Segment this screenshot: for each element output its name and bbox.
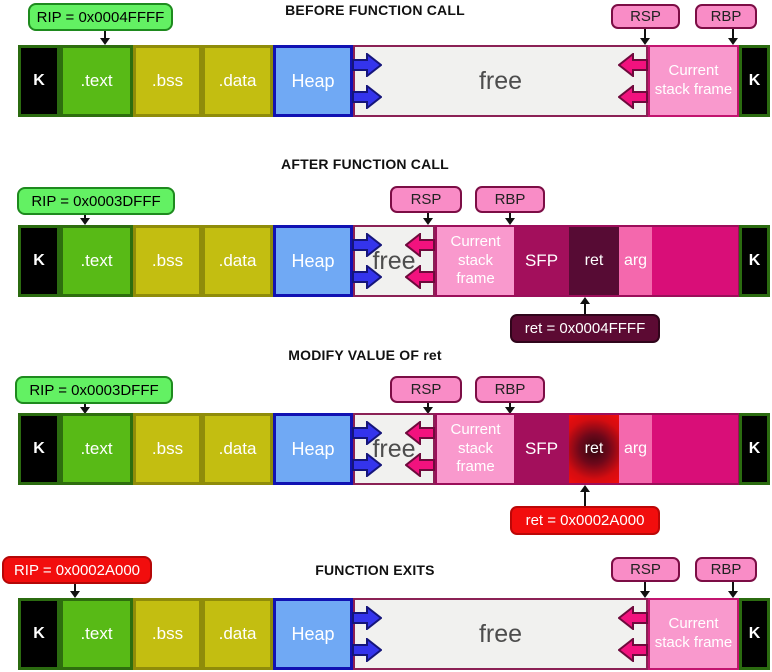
kernel-segment-right: K xyxy=(739,598,770,670)
memory-bar: K .text .bss .data Heap free Current sta… xyxy=(0,45,772,117)
rsp-arrow xyxy=(640,29,650,45)
rip-register-label: RIP = 0x0003DFFF xyxy=(17,187,175,215)
heap-segment: Heap xyxy=(273,413,353,485)
rip-arrow xyxy=(80,215,90,225)
panel-title: BEFORE FUNCTION CALL xyxy=(285,2,465,18)
panel-title: AFTER FUNCTION CALL xyxy=(281,156,449,172)
rip-register-label: RIP = 0x0002A000 xyxy=(2,556,152,584)
current-stack-frame-segment: Current stack frame xyxy=(437,227,514,295)
sfp-segment: SFP xyxy=(514,415,569,483)
panel-title: MODIFY VALUE OF ret xyxy=(288,347,442,363)
bss-segment: .bss xyxy=(133,598,202,670)
rbp-register-label: RBP xyxy=(475,186,545,213)
heap-segment: Heap xyxy=(273,598,353,670)
memory-bar: K .text .bss .data Heap free Current sta… xyxy=(0,598,772,670)
rbp-arrow xyxy=(505,213,515,225)
data-segment: .data xyxy=(202,45,273,117)
stack-growth-arrow-icon xyxy=(618,606,648,630)
kernel-segment-left: K xyxy=(18,45,60,117)
rbp-arrow xyxy=(728,582,738,598)
free-label: free xyxy=(372,434,416,463)
arg-segment: arg xyxy=(619,415,652,483)
kernel-segment-right: K xyxy=(739,225,770,297)
rsp-register-label: RSP xyxy=(390,376,462,403)
free-segment: free xyxy=(353,598,648,670)
ret-value-callout: ret = 0x0004FFFF xyxy=(510,314,660,343)
kernel-segment-left: K xyxy=(18,225,60,297)
rsp-arrow xyxy=(423,403,433,414)
free-label: free xyxy=(372,246,416,275)
kernel-segment-left: K xyxy=(18,413,60,485)
free-label: free xyxy=(478,66,523,95)
rip-arrow xyxy=(80,404,90,414)
rsp-arrow xyxy=(423,213,433,225)
free-segment: free xyxy=(353,45,648,117)
bss-segment: .bss xyxy=(133,413,202,485)
rbp-register-label: RBP xyxy=(475,376,545,403)
rbp-register-label: RBP xyxy=(695,4,757,29)
ret-value-arrow xyxy=(580,297,590,314)
memory-bar: K .text .bss .data Heap free Current sta… xyxy=(0,413,772,485)
free-label: free xyxy=(478,619,523,648)
rip-arrow xyxy=(100,31,110,45)
current-stack-frame-segment: Current stack frame xyxy=(648,45,739,117)
kernel-segment-left: K xyxy=(18,598,60,670)
rip-arrow xyxy=(70,584,80,598)
memory-bar: K .text .bss .data Heap free Current sta… xyxy=(0,225,772,297)
heap-growth-arrow-icon xyxy=(352,638,382,662)
text-segment: .text xyxy=(60,45,133,117)
heap-growth-arrow-icon xyxy=(352,606,382,630)
rip-register-label: RIP = 0x0003DFFF xyxy=(15,376,173,404)
panel-title: FUNCTION EXITS xyxy=(315,562,435,578)
rsp-register-label: RSP xyxy=(611,557,680,582)
text-segment: .text xyxy=(60,598,133,670)
ret-segment: ret xyxy=(569,227,619,295)
kernel-segment-right: K xyxy=(739,413,770,485)
stack-region: Current stack frame SFP ret arg xyxy=(435,225,740,297)
previous-stack-frame-segment xyxy=(652,415,738,483)
stack-region: Current stack frame SFP ret arg xyxy=(435,413,740,485)
kernel-segment-right: K xyxy=(739,45,770,117)
bss-segment: .bss xyxy=(133,225,202,297)
sfp-segment: SFP xyxy=(514,227,569,295)
stack-growth-arrow-icon xyxy=(618,638,648,662)
rip-register-label: RIP = 0x0004FFFF xyxy=(28,3,173,31)
heap-segment: Heap xyxy=(273,45,353,117)
rbp-arrow xyxy=(728,29,738,45)
heap-segment: Heap xyxy=(273,225,353,297)
data-segment: .data xyxy=(202,598,273,670)
text-segment: .text xyxy=(60,225,133,297)
rsp-register-label: RSP xyxy=(390,186,462,213)
arg-segment: arg xyxy=(619,227,652,295)
previous-stack-frame-segment xyxy=(652,227,738,295)
rsp-register-label: RSP xyxy=(611,4,680,29)
current-stack-frame-segment: Current stack frame xyxy=(437,415,514,483)
current-stack-frame-segment: Current stack frame xyxy=(648,598,739,670)
data-segment: .data xyxy=(202,413,273,485)
rbp-arrow xyxy=(505,403,515,414)
text-segment: .text xyxy=(60,413,133,485)
ret-value-arrow xyxy=(580,485,590,506)
ret-value-callout: ret = 0x0002A000 xyxy=(510,506,660,535)
bss-segment: .bss xyxy=(133,45,202,117)
data-segment: .data xyxy=(202,225,273,297)
rbp-register-label: RBP xyxy=(695,557,757,582)
rsp-arrow xyxy=(640,582,650,598)
ret-segment-modified: ret xyxy=(569,415,619,483)
